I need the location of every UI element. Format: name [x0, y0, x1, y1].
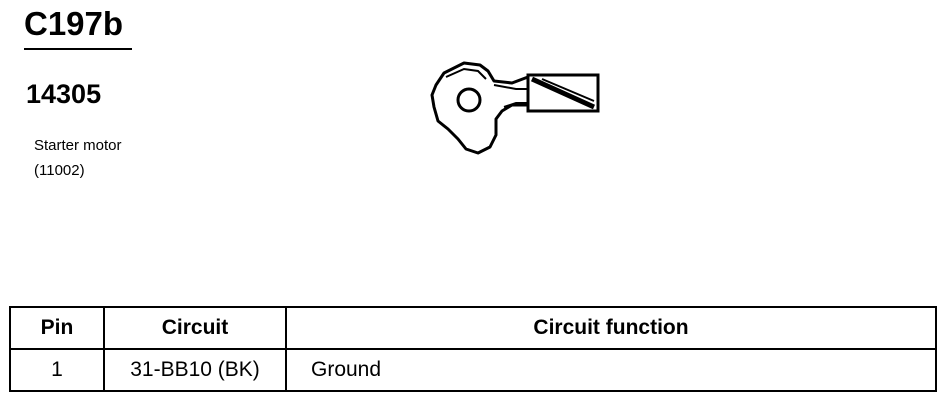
wire-crimp-diagonal-2	[541, 78, 595, 102]
header-circuit-function: Circuit function	[285, 306, 937, 350]
component-reference: (11002)	[34, 162, 85, 179]
pin-table: Pin Circuit Circuit function 1 31-BB10 (…	[9, 306, 937, 392]
terminal-ring-outline	[430, 61, 530, 155]
cell-circuit: 31-BB10 (BK)	[103, 348, 287, 392]
cell-circuit-function: Ground	[285, 348, 937, 392]
cell-pin: 1	[9, 348, 105, 392]
wire-crimp-box	[526, 73, 600, 113]
header-pin: Pin	[9, 306, 105, 350]
part-number: 14305	[26, 79, 102, 109]
title-underline	[24, 48, 132, 50]
component-description: Starter motor	[34, 137, 122, 154]
table-row: 1 31-BB10 (BK) Ground	[9, 348, 937, 392]
terminal-ring-inner-edge	[445, 67, 487, 80]
terminal-neck	[493, 84, 528, 108]
terminal-hole	[456, 87, 482, 113]
wire-crimp-diagonal	[530, 76, 596, 110]
header-circuit: Circuit	[103, 306, 287, 350]
connector-id: C197b	[24, 5, 124, 42]
ring-terminal-icon	[430, 61, 600, 155]
table-header-row: Pin Circuit Circuit function	[9, 306, 937, 350]
